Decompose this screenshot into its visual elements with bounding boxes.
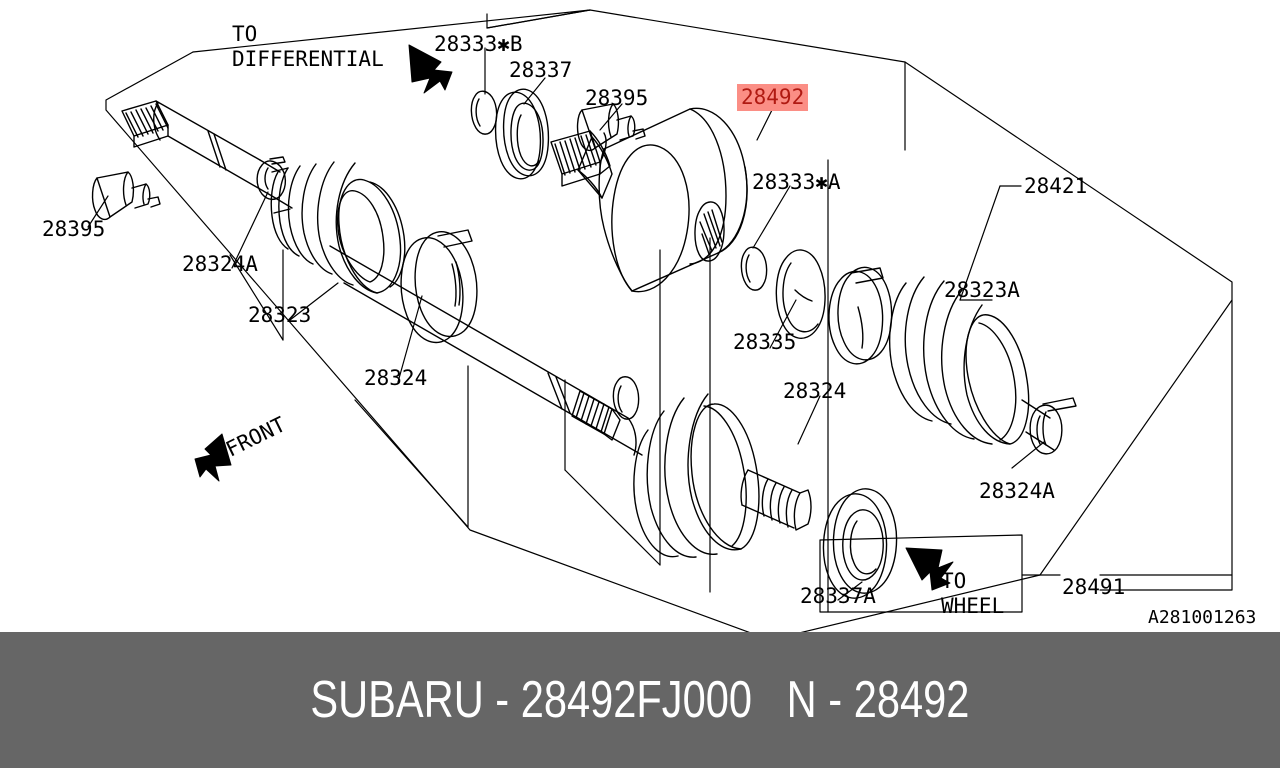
label-28323a: 28323A	[944, 278, 1020, 302]
doj-housing-28492	[598, 107, 748, 293]
label-28323: 28323	[248, 303, 312, 327]
clamp-ring-28324-center	[400, 229, 478, 344]
snap-ring-small-mid	[612, 376, 640, 420]
doj-tripod-28492-inner	[550, 130, 613, 199]
label-28395-left: 28395	[42, 217, 106, 241]
label-28324a-right: 28324A	[979, 479, 1055, 503]
label-28395-top: 28395	[585, 86, 649, 110]
note-to-wheel: TO WHEEL	[941, 569, 1005, 618]
footer-bar: SUBARU - 28492FJ000 N - 28492	[0, 632, 1280, 768]
arrow-front	[194, 433, 232, 482]
boot-28323a	[889, 276, 1055, 451]
diagram-reference-code: A281001263	[1148, 607, 1257, 628]
label-leader-lines	[87, 47, 1045, 601]
label-28337: 28337	[509, 58, 573, 82]
snap-ring-28333b	[470, 90, 498, 135]
main-shaft-28324	[329, 245, 643, 456]
boot-28323	[270, 161, 406, 294]
grease-28395-left	[91, 171, 161, 221]
clamp-28324a-right	[1029, 397, 1077, 455]
snap-ring-28333a	[740, 246, 768, 291]
leader-bracket-outline	[105, 9, 1233, 641]
label-28492-highlighted[interactable]: 28492	[737, 84, 809, 111]
label-28324-left: 28324	[364, 366, 428, 390]
label-28491: 28491	[1062, 575, 1126, 599]
label-28324a-left: 28324A	[182, 252, 258, 276]
footer-part-text: SUBARU - 28492FJ000 N - 28492	[310, 671, 970, 729]
label-28337a: 28337A	[800, 584, 876, 608]
note-to-differential: TO DIFFERENTIAL	[232, 22, 384, 71]
clamp-ring-28323a	[828, 266, 893, 365]
label-28333-b: 28333✱B	[434, 32, 523, 56]
label-28335: 28335	[733, 330, 797, 354]
wheel-cv-joint	[633, 393, 812, 558]
clamp-28324a-left	[256, 156, 287, 201]
label-28421: 28421	[1024, 174, 1088, 198]
dust-seal-28337a	[822, 488, 898, 599]
label-28324-right: 28324	[783, 379, 847, 403]
arrow-to-wheel	[905, 547, 954, 591]
left-inner-shaft	[121, 100, 293, 209]
label-28333-a: 28333✱A	[752, 170, 841, 194]
circlip-28335	[775, 249, 826, 339]
oil-seal-28337	[494, 88, 550, 180]
arrow-to-differential	[408, 44, 453, 94]
